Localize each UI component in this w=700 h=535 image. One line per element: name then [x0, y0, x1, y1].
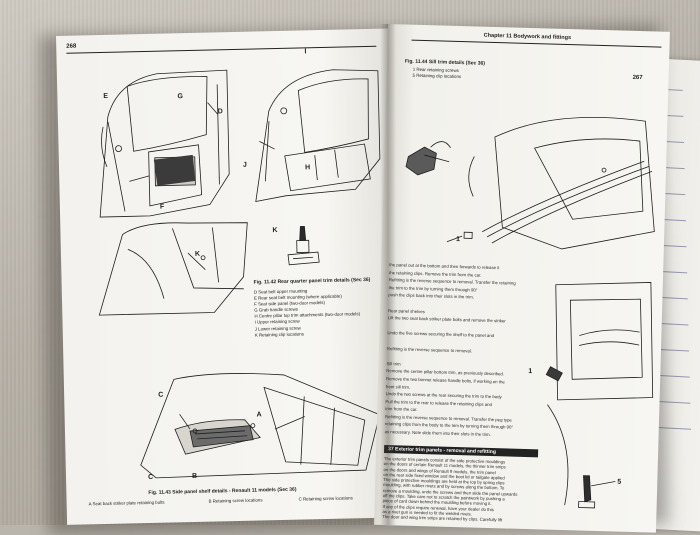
figure-label: G	[177, 93, 183, 101]
figure-label: H	[304, 164, 311, 172]
figure-label: K	[272, 227, 278, 235]
rear-quarter-figure-right	[255, 69, 381, 203]
figure-label: B	[191, 472, 198, 481]
book-gutter	[380, 24, 396, 525]
fig-1143-legend-c: C Retaining screw locations	[298, 495, 353, 502]
figure-label: D	[217, 108, 223, 116]
fig-1144-caption: Fig. 11.44 Sill trim details (Sec 36)	[404, 58, 486, 67]
fig-1142-caption: Fig. 11.42 Rear quarter panel trim detai…	[253, 276, 371, 286]
figure-label: I	[304, 48, 307, 56]
body-text: the panel out at the bottom and then for…	[384, 262, 517, 440]
left-page-number: 268	[66, 43, 77, 50]
right-page: Chapter 11 Bodywork and fittings 267 Fig…	[374, 24, 670, 533]
figure-label: C	[158, 391, 164, 399]
legend-line: K Retaining clip locations	[254, 331, 304, 338]
figure-label: 5	[617, 478, 622, 486]
fig-1143-legend-a: A Seat back striker plate retaining bolt…	[88, 499, 165, 507]
figure-label: C	[147, 473, 154, 482]
figure-label: 1	[528, 368, 533, 376]
section-text: The exterior trim panels consist of the …	[382, 456, 518, 523]
fig-1143-caption: Fig. 11.43 Side panel shelf details - Re…	[148, 486, 297, 497]
retaining-clip-detail	[287, 226, 320, 266]
figure-label: K	[194, 250, 201, 258]
figure-label: J	[242, 161, 247, 169]
rear-quarter-figure-left	[99, 69, 230, 218]
fig-1143-legend-b: B Retaining screw locations	[208, 497, 263, 504]
door-trim-lower-figure	[545, 282, 654, 509]
left-page: 268 E G D F I J H K	[56, 28, 400, 525]
side-panel-shelf-figure	[140, 373, 381, 479]
figure-label: A	[256, 411, 262, 419]
figure-label: F	[159, 203, 165, 211]
left-header-rule	[66, 45, 377, 54]
sill-trim-upper-figure	[405, 116, 655, 250]
figure-label: 1	[455, 235, 461, 244]
running-header: Chapter 11 Bodywork and fittings	[483, 32, 572, 42]
right-page-number: 267	[632, 74, 643, 82]
fig-1144-legend-2: 5 Retaining clip locations	[412, 72, 462, 80]
rear-pillar-figure	[98, 222, 248, 316]
right-header-rule	[411, 39, 662, 48]
figure-label: E	[103, 92, 109, 100]
section-title-bar: 37 Exterior trim panels - removal and re…	[384, 445, 539, 458]
